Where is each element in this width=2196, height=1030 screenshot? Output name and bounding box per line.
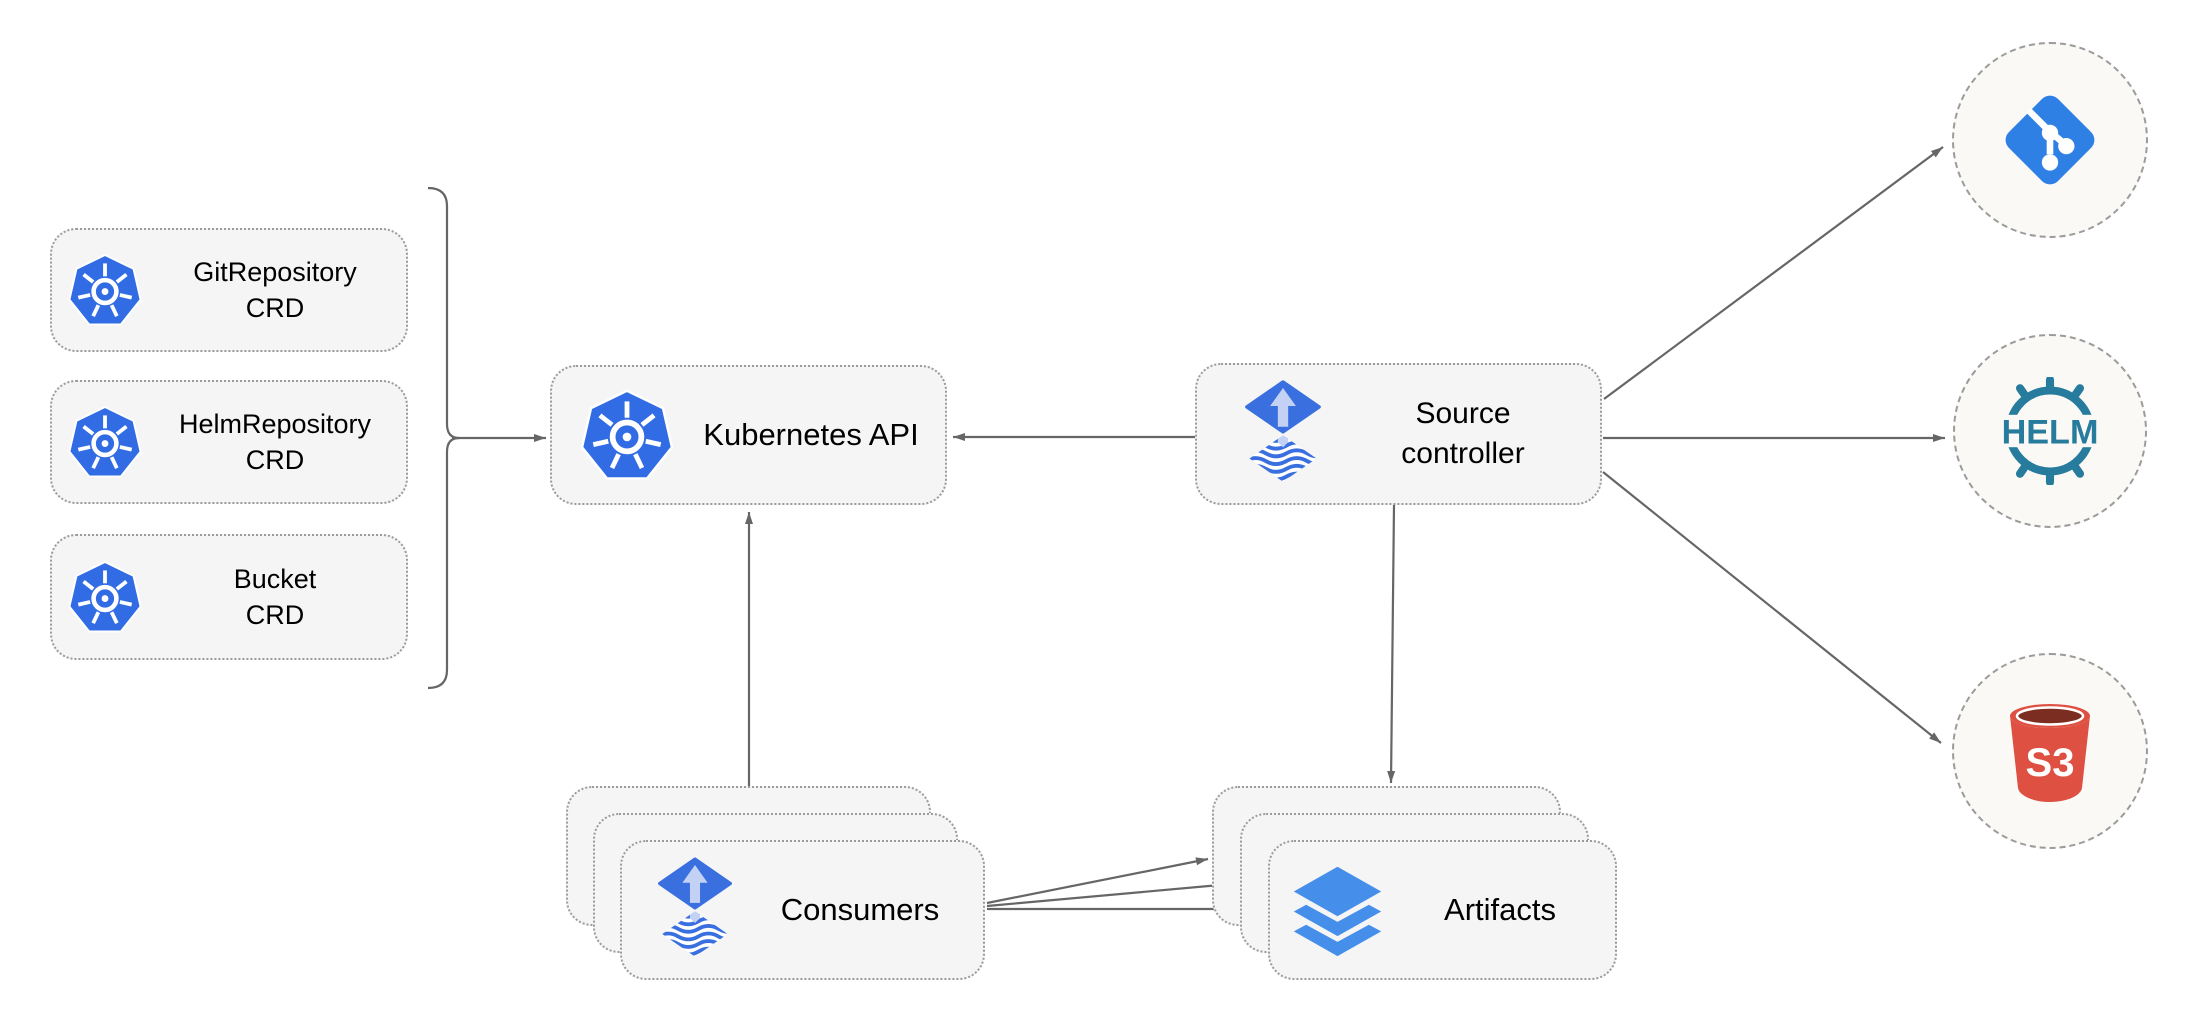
gitrepository-crd-node: GitRepository CRD bbox=[50, 228, 408, 352]
kubernetes-api-label: Kubernetes API bbox=[703, 417, 919, 452]
git-icon bbox=[2005, 95, 2095, 185]
kubernetes-api-node: Kubernetes API bbox=[550, 365, 947, 505]
consumers-label: Consumers bbox=[780, 892, 940, 927]
source-controller-node: Source controller bbox=[1195, 363, 1602, 505]
arrow-source-to-s3 bbox=[1602, 471, 1942, 744]
flux-icon bbox=[1240, 376, 1326, 492]
flux-icon bbox=[653, 854, 737, 966]
consumers-node: Consumers bbox=[620, 840, 985, 980]
s3-bucket-badge: S3 bbox=[1952, 653, 2148, 849]
helmrepository-crd-label: HelmRepository CRD bbox=[178, 409, 372, 475]
source-controller-label: Source controller bbox=[1401, 397, 1525, 470]
s3-logo-text: S3 bbox=[2026, 741, 2075, 785]
layers-icon bbox=[1293, 866, 1382, 956]
bucket-crd-label: Bucket CRD bbox=[233, 564, 317, 630]
arrow-consumers-to-artifacts-1 bbox=[986, 857, 1209, 905]
helm-icon: HELM bbox=[1997, 377, 2103, 485]
artifacts-node: Artifacts bbox=[1268, 840, 1617, 980]
kubernetes-icon bbox=[66, 252, 144, 328]
crd-group-bracket bbox=[427, 186, 460, 690]
bucket-crd-node: Bucket CRD bbox=[50, 534, 408, 660]
arrow-source-to-artifacts bbox=[1387, 504, 1396, 784]
kubernetes-icon bbox=[66, 559, 144, 635]
kubernetes-icon bbox=[577, 387, 677, 483]
gitrepository-crd-label: GitRepository CRD bbox=[193, 257, 357, 323]
kubernetes-icon bbox=[66, 404, 144, 480]
git-source-badge bbox=[1952, 42, 2148, 238]
helmrepository-crd-node: HelmRepository CRD bbox=[50, 380, 408, 504]
s3-bucket-icon: S3 bbox=[2010, 704, 2090, 802]
helm-logo-text: HELM bbox=[2002, 414, 2099, 452]
artifacts-label: Artifacts bbox=[1444, 892, 1556, 927]
helm-source-badge: HELM bbox=[1953, 334, 2147, 528]
arrow-source-to-git bbox=[1603, 146, 1944, 400]
arrow-consumers-to-artifacts-2 bbox=[986, 881, 1232, 908]
